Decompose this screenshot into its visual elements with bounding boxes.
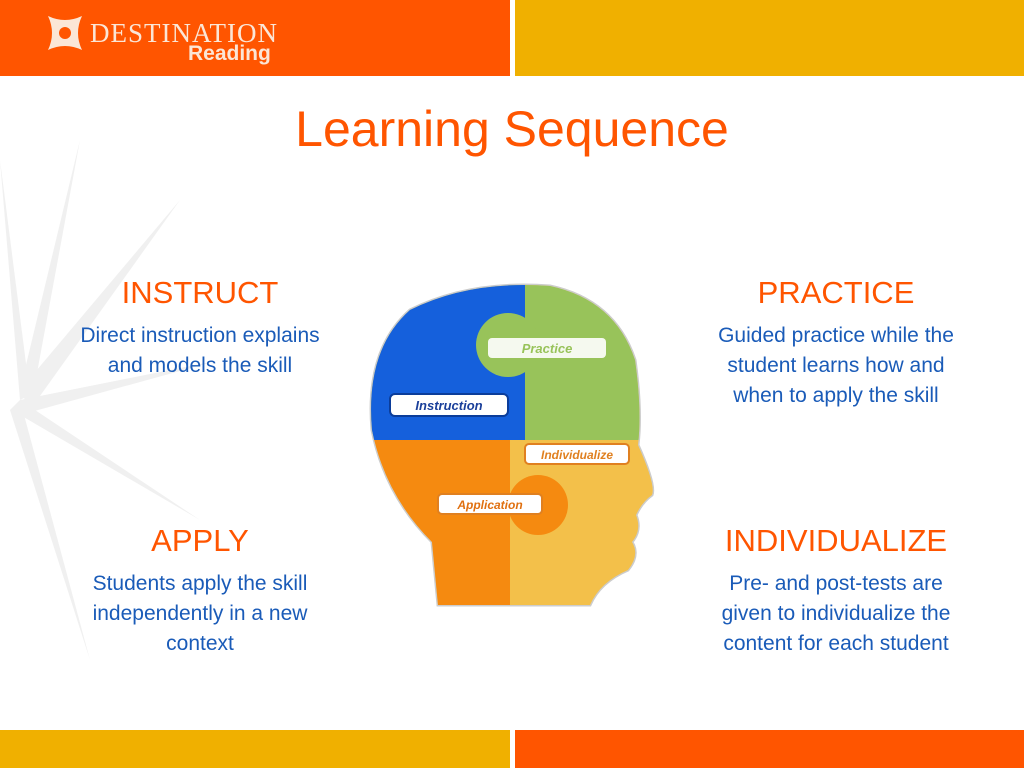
practice-text: Guided practice while the student learns… xyxy=(718,324,954,407)
footer-bar-orange xyxy=(515,730,1024,768)
slide-title-text: Learning Sequence xyxy=(295,101,729,157)
practice-label: Practice xyxy=(522,341,573,356)
individualize-text: Pre- and post-tests are given to individ… xyxy=(721,572,951,655)
header-bar-gold xyxy=(515,0,1024,76)
logo-text: DESTINATION xyxy=(90,18,278,48)
apply-heading: APPLY xyxy=(151,523,249,558)
header-bar-orange xyxy=(0,0,510,76)
starburst-decoration xyxy=(0,140,220,660)
apply-text: Students apply the skill independently i… xyxy=(92,572,308,655)
logo-star-icon xyxy=(48,16,82,50)
individualize-label: Individualize xyxy=(541,448,613,462)
footer-bar-gold xyxy=(0,730,510,768)
application-label: Application xyxy=(456,498,522,512)
instruct-block: INSTRUCT Direct instruction explains and… xyxy=(70,275,330,381)
slide-title: Learning Sequence xyxy=(0,100,1024,158)
logo-subtext: Reading xyxy=(188,42,271,65)
individualize-heading: INDIVIDUALIZE xyxy=(724,523,948,558)
practice-block: PRACTICE Guided practice while the stude… xyxy=(706,275,966,411)
practice-heading: PRACTICE xyxy=(757,275,915,310)
instruct-heading: INSTRUCT xyxy=(121,275,279,310)
instruction-label: Instruction xyxy=(415,398,482,413)
individualize-block: INDIVIDUALIZE Pre- and post-tests are gi… xyxy=(706,523,966,659)
apply-block: APPLY Students apply the skill independe… xyxy=(70,523,330,659)
head-puzzle-diagram: Practice Instruction Individualize Appli… xyxy=(369,283,655,607)
instruct-text: Direct instruction explains and models t… xyxy=(80,324,320,377)
